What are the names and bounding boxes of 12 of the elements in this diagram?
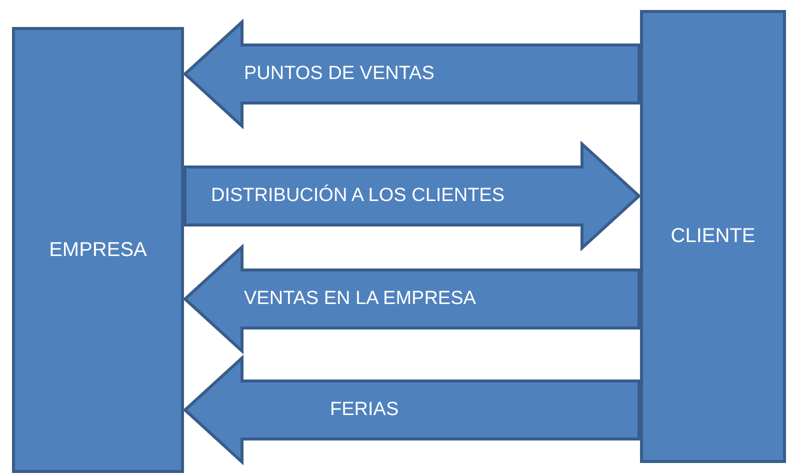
block-arrow — [182, 354, 640, 466]
edge-label: DISTRIBUCIÓN A LOS CLIENTES — [211, 184, 505, 208]
edge-label: PUNTOS DE VENTAS — [244, 62, 434, 86]
box-label: EMPRESA — [49, 238, 147, 262]
block-arrow — [184, 140, 642, 252]
box-label: CLIENTE — [670, 225, 756, 248]
process-box — [640, 10, 786, 463]
edge-label: FERIAS — [330, 398, 399, 422]
block-arrow — [182, 244, 640, 354]
edge-label: VENTAS EN LA EMPRESA — [244, 287, 476, 311]
block-arrow — [182, 18, 640, 130]
process-box — [12, 27, 184, 473]
